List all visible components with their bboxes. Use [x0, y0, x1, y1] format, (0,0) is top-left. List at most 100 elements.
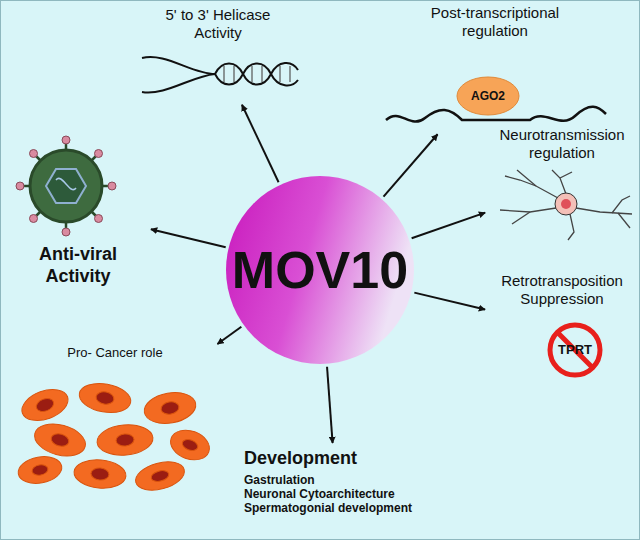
- node-sublabel: Gastrulation: [244, 473, 440, 487]
- protein-oval: AGO2: [456, 76, 520, 116]
- cell-nucleus: [34, 396, 55, 413]
- node-label: Pro- Cancer role: [67, 345, 163, 361]
- node-label: Retrotransposition Suppression: [489, 272, 635, 308]
- neuron-dendrite: [517, 170, 536, 186]
- protein-oval-fill: [457, 77, 519, 115]
- text-block: Pro- Cancer role: [67, 345, 163, 361]
- neuron-dendrite: [568, 214, 574, 240]
- function-label: Pro- Cancer role: [15, 345, 215, 491]
- central-circle: MOV10: [225, 175, 415, 365]
- dna-rung: [233, 66, 234, 82]
- prohibition-ring: [550, 325, 600, 375]
- connector-arrow: [242, 105, 279, 183]
- text-block: Retrotransposition Suppression: [489, 272, 635, 308]
- virus-knob: [62, 136, 70, 144]
- virus-envelope: [30, 150, 102, 222]
- virus-capsid: [46, 169, 86, 203]
- neuron-dendrite: [505, 176, 558, 198]
- connector-arrow: [217, 327, 241, 344]
- cell-nucleus: [95, 391, 115, 406]
- function-label: Anti-viral Activity: [8, 132, 148, 291]
- cell-nucleus: [91, 467, 110, 481]
- neuron-dendrite: [500, 208, 556, 212]
- cancer-cell: [166, 425, 213, 465]
- node-label: Anti-viral Activity: [23, 244, 133, 287]
- prohibition-sign: TPRT: [547, 322, 603, 378]
- text-block: Anti-viral Activity: [23, 244, 133, 287]
- neuron-body: [555, 193, 577, 215]
- virus-knob: [30, 150, 38, 158]
- cell-nucleus: [116, 433, 135, 447]
- prohibition-slash: [557, 332, 592, 367]
- dna-rung: [279, 66, 280, 82]
- connector-arrow: [414, 293, 485, 310]
- text-block: MOV10: [225, 175, 415, 365]
- virus-knob: [30, 215, 38, 223]
- cancer-cell: [142, 389, 198, 428]
- cancer-cell: [16, 453, 64, 486]
- node-label: MOV10: [232, 239, 408, 301]
- node-label: Post-transcriptional regulation: [410, 4, 580, 40]
- cell-nucleus: [181, 438, 199, 453]
- virus-knob: [95, 150, 103, 158]
- neuron-axon-branch: [618, 213, 630, 228]
- neuron-dendrite: [552, 170, 566, 194]
- dna-strand: [215, 63, 298, 85]
- text-block: TPRT: [547, 322, 603, 378]
- node-label: Development: [244, 448, 440, 470]
- node-sublabel: Neuronal Cytoarchitecture: [244, 487, 440, 501]
- connector-arrow: [151, 229, 226, 247]
- connector-arrow: [327, 367, 333, 443]
- node-sublabel: Spermatogonial development: [244, 501, 440, 515]
- node-label: AGO2: [471, 89, 505, 103]
- node-label: TPRT: [558, 342, 592, 358]
- dna-strand: [215, 64, 298, 86]
- dna-rungs: [224, 66, 290, 82]
- neuron-axon-branch: [612, 196, 630, 213]
- function-label: Neurotransmission regulation: [488, 126, 636, 246]
- virus-illustration: [16, 136, 116, 236]
- connector-arrow: [384, 134, 438, 196]
- neuron-illustration: [500, 170, 632, 240]
- cancer-cell: [73, 458, 127, 490]
- dna-rung: [223, 66, 224, 82]
- virus-knob: [108, 182, 116, 190]
- function-label: Post-transcriptional regulationAGO2: [380, 4, 610, 132]
- function-label: 5' to 3' Helicase Activity: [130, 6, 306, 102]
- function-label: DevelopmentGastrulationNeuronal Cytoarch…: [230, 446, 442, 534]
- connector-arrow: [412, 213, 486, 239]
- cell-nucleus: [150, 469, 170, 483]
- text-block: DevelopmentGastrulationNeuronal Cytoarch…: [244, 448, 440, 516]
- dna-rung: [289, 66, 290, 82]
- text-block: Post-transcriptional regulation: [410, 4, 580, 40]
- function-label: Retrotransposition SuppressionTPRT: [488, 272, 636, 384]
- text-block: AGO2: [456, 76, 520, 116]
- cancer-cell: [77, 380, 133, 417]
- virus-genome: [56, 178, 76, 189]
- dna-rung: [251, 66, 252, 82]
- cell-nucleus: [50, 432, 70, 448]
- neuron-axon: [576, 208, 632, 214]
- text-block: 5' to 3' Helicase Activity: [152, 6, 284, 42]
- neuron-dendrite: [560, 172, 572, 178]
- cancer-cell: [18, 384, 73, 427]
- node-label: 5' to 3' Helicase Activity: [152, 6, 284, 42]
- dna-strands: [142, 57, 298, 93]
- neuron-dendrite: [512, 212, 530, 224]
- cancer-cell: [31, 419, 89, 461]
- virus-knob: [62, 228, 70, 236]
- dna-rung: [261, 66, 262, 82]
- neuron-nucleus: [561, 199, 571, 209]
- cell-nucleus: [160, 401, 180, 416]
- virus-knob: [16, 182, 24, 190]
- virus-knob: [95, 215, 103, 223]
- dna-strand: [142, 57, 215, 74]
- dna-strand: [142, 74, 215, 93]
- central-circle-fill: [226, 176, 414, 364]
- cancer-cell: [132, 457, 187, 495]
- node-label: Neurotransmission regulation: [489, 126, 635, 162]
- cell-nucleus: [31, 464, 48, 477]
- text-block: Neurotransmission regulation: [489, 126, 635, 162]
- cancer-cell: [96, 423, 154, 458]
- cancer-cells: [16, 380, 214, 495]
